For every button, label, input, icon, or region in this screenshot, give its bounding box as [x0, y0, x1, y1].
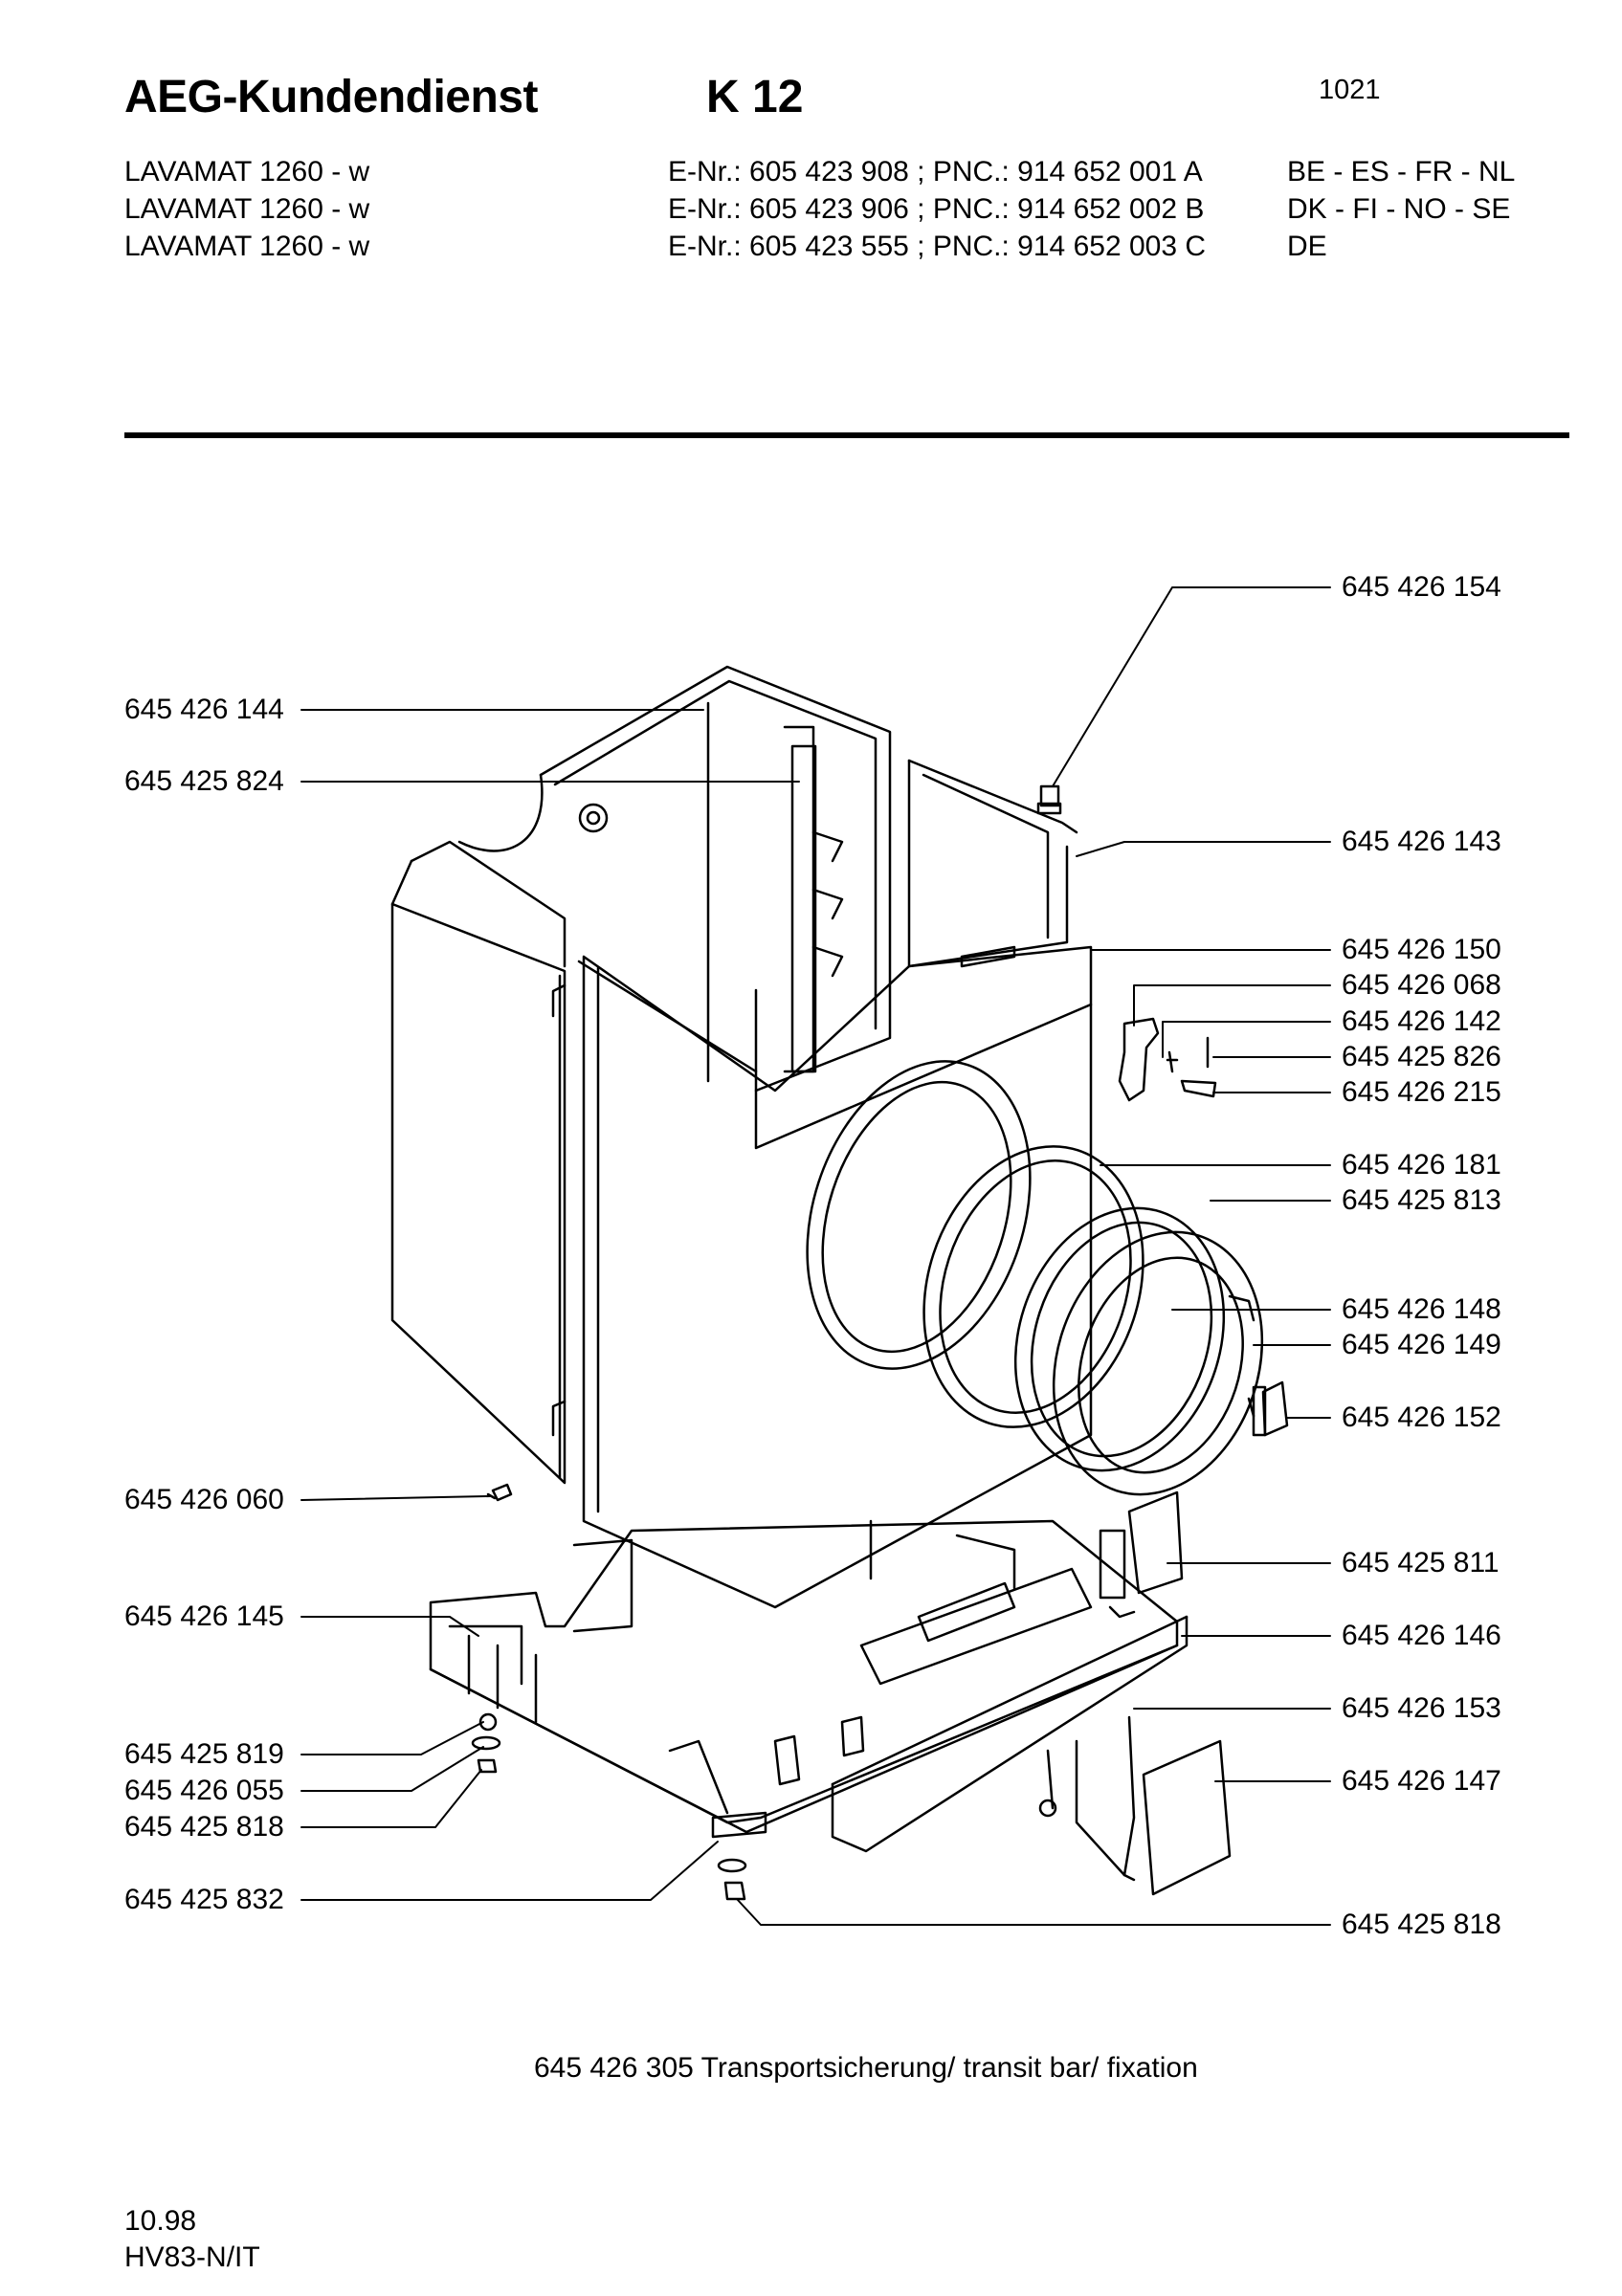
door-handle [1252, 1380, 1289, 1437]
small-switch-parts [1036, 784, 1217, 1102]
base-frame [429, 1519, 1179, 1834]
part-label-left: 645 426 060 [124, 1484, 284, 1515]
header-divider [124, 432, 1569, 438]
part-label-right: 645 426 068 [1342, 969, 1501, 1001]
sheet-code: K 12 [706, 72, 804, 122]
part-label-left: 645 426 145 [124, 1601, 284, 1632]
part-label-right: 645 426 215 [1342, 1076, 1501, 1108]
part-label-right: 645 426 143 [1342, 826, 1501, 857]
left-side-panel [390, 840, 567, 1485]
part-label-right: 645 425 813 [1342, 1184, 1501, 1216]
part-label-right: 645 426 153 [1342, 1692, 1501, 1724]
rear-frame [457, 665, 892, 1093]
model-countries-1: BE - ES - FR - NL [1287, 156, 1516, 188]
part-label-right: 645 426 149 [1342, 1329, 1501, 1360]
part-label-right: 645 425 826 [1342, 1041, 1501, 1072]
part-label-right: 645 426 181 [1342, 1149, 1501, 1181]
part-label-right: 645 426 150 [1342, 934, 1501, 965]
filter-cover [1038, 1715, 1232, 1896]
sheet-number: 1021 [1319, 75, 1381, 105]
model-enr-3: E-Nr.: 605 423 555 ; PNC.: 914 652 003 C [668, 231, 1207, 262]
feet-left [471, 1712, 501, 1774]
part-label-left: 645 425 819 [124, 1738, 284, 1770]
front-panel [577, 945, 1093, 1609]
model-name-2: LAVAMAT 1260 - w [124, 193, 370, 225]
model-countries-2: DK - FI - NO - SE [1287, 193, 1511, 225]
part-label-right: 645 425 811 [1342, 1547, 1500, 1578]
part-label-right: 645 426 154 [1342, 571, 1501, 603]
leader-lines-right [736, 586, 1331, 1926]
model-countries-3: DE [1287, 231, 1327, 262]
model-enr-1: E-Nr.: 605 423 908 ; PNC.: 914 652 001 A [668, 156, 1203, 188]
leader-lines-left [300, 709, 800, 1901]
part-label-right: 645 426 142 [1342, 1005, 1501, 1037]
brand-title: AEG-Kundendienst [124, 72, 539, 122]
feet-right [711, 1811, 767, 1901]
model-name-3: LAVAMAT 1260 - w [124, 231, 370, 262]
footer-reference: HV83-N/IT [124, 2241, 260, 2273]
part-label-right: 645 426 146 [1342, 1620, 1501, 1651]
part-label-left: 645 426 055 [124, 1775, 284, 1806]
part-label-right: 645 426 147 [1342, 1765, 1501, 1797]
right-side-frame [907, 759, 1078, 968]
part-label-left: 645 425 818 [124, 1811, 284, 1843]
part-label-right: 645 426 152 [1342, 1402, 1501, 1433]
part-label-left: 645 425 824 [124, 765, 284, 797]
part-label-left: 645 425 832 [124, 1884, 284, 1915]
part-label-right: 645 426 148 [1342, 1293, 1501, 1325]
door-hinge [1099, 1490, 1184, 1619]
side-screw [486, 1483, 513, 1502]
part-label-left: 645 426 144 [124, 694, 284, 725]
model-name-1: LAVAMAT 1260 - w [124, 156, 370, 188]
transit-bar-note: 645 426 305 Transportsicherung/ transit … [534, 2052, 1198, 2084]
door-assembly [922, 1145, 1264, 1496]
part-label-right: 645 425 818 [1342, 1909, 1501, 1940]
footer-date: 10.98 [124, 2205, 197, 2237]
model-enr-2: E-Nr.: 605 423 906 ; PNC.: 914 652 002 B [668, 193, 1205, 225]
